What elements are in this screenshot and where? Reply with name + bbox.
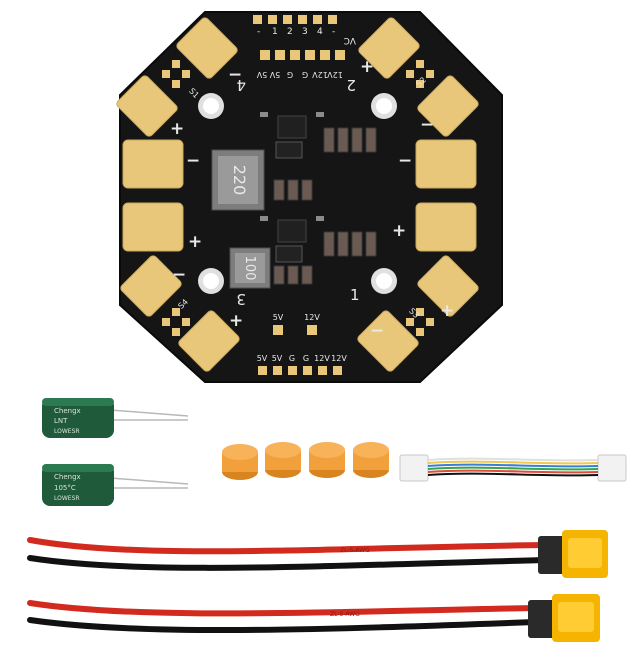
minus-mark: − [186, 151, 200, 171]
inductor-100: 100 [229, 247, 271, 289]
minus-mark: − [172, 265, 186, 285]
pin-label: - [257, 27, 260, 37]
top-signal-pads [162, 15, 434, 336]
capacitor-text: 105°C [54, 484, 76, 492]
motor-2-label: 2 [346, 76, 356, 94]
cable-print: ZL-S-AWG [330, 611, 360, 618]
standoff [309, 442, 345, 478]
standoff [222, 444, 258, 480]
pad-label: G [302, 70, 308, 79]
capacitor-1: Chengx LNT LOWESR [42, 398, 189, 438]
plus-mark: + [440, 301, 454, 321]
silkscreen-bottom-pads: 5V 5V G G 12V 12V [257, 354, 348, 363]
capacitor-2: Chengx 105°C LOWESR [42, 464, 189, 506]
motor-1-label: 1 [350, 286, 360, 304]
standoffs [222, 442, 389, 480]
inductor-100-label: 100 [242, 256, 257, 281]
mounting-holes [198, 93, 397, 294]
pin-label: 4 [317, 27, 323, 37]
minus-mark: − [370, 321, 384, 341]
smd-components [260, 112, 377, 285]
plus-mark: + [229, 311, 243, 331]
pin-label: - [332, 27, 335, 37]
plus-mark: + [392, 221, 406, 241]
plus-mark: + [170, 119, 184, 139]
pad-label: 5V [272, 354, 283, 363]
minus-mark: − [420, 115, 434, 135]
ribbon-cable [399, 454, 627, 482]
cable-print: ZL-S-AWG [340, 547, 370, 554]
silkscreen-top-pads: 12V 12V G G 5V 5V [256, 70, 343, 79]
vc-label: VC [344, 35, 356, 45]
pdb-board: 220 100 [116, 11, 503, 383]
pad-label: 12V [331, 354, 347, 363]
bottom-signal-pads [258, 325, 342, 375]
polarity-marks: + + + + + + − − − − − − [170, 57, 454, 341]
inductor-220-label: 220 [230, 165, 249, 196]
pin-label: 2 [287, 27, 293, 37]
plus-mark: + [188, 232, 202, 252]
motor-3-label: 3 [236, 290, 246, 308]
plus-mark: + [360, 57, 374, 77]
standoff [353, 442, 389, 478]
motor-labels: 1 2 3 4 [236, 76, 359, 308]
silkscreen-bottom-labels: 5V 12V [273, 313, 321, 322]
pad-label: G [289, 354, 295, 363]
power-pads [116, 17, 479, 372]
pad-label: G [287, 70, 293, 79]
inductor-220: 220 [211, 149, 265, 211]
capacitor-text: LNT [54, 417, 68, 425]
capacitor-text: LOWESR [54, 428, 80, 435]
pad-label: 5V [257, 354, 268, 363]
minus-mark: − [398, 151, 412, 171]
minus-mark: − [228, 65, 242, 85]
standoff [265, 442, 301, 478]
capacitor-brand: Chengx [54, 473, 81, 481]
pin-label: 3 [302, 27, 308, 37]
pad-label: G [303, 354, 309, 363]
pad-label: 12V [312, 70, 328, 79]
silkscreen-top-pins: - 1 2 3 4 - [257, 27, 335, 37]
xt60-cable-1: ZL-S-AWG [27, 530, 608, 578]
pad-label: 12V [314, 354, 330, 363]
motor-4-label: 4 [236, 76, 246, 94]
capacitor-brand: Chengx [54, 407, 81, 415]
xt60-cable-2: ZL-S-AWG [27, 594, 600, 642]
capacitor-text: LOWESR [54, 495, 80, 502]
bottom-label-12v: 12V [304, 313, 320, 322]
bottom-label-5v: 5V [273, 313, 284, 322]
pad-label: 12V [327, 70, 343, 79]
pin-label: 1 [272, 27, 278, 37]
pad-label: 5V [269, 70, 280, 79]
pad-label: 5V [256, 70, 267, 79]
